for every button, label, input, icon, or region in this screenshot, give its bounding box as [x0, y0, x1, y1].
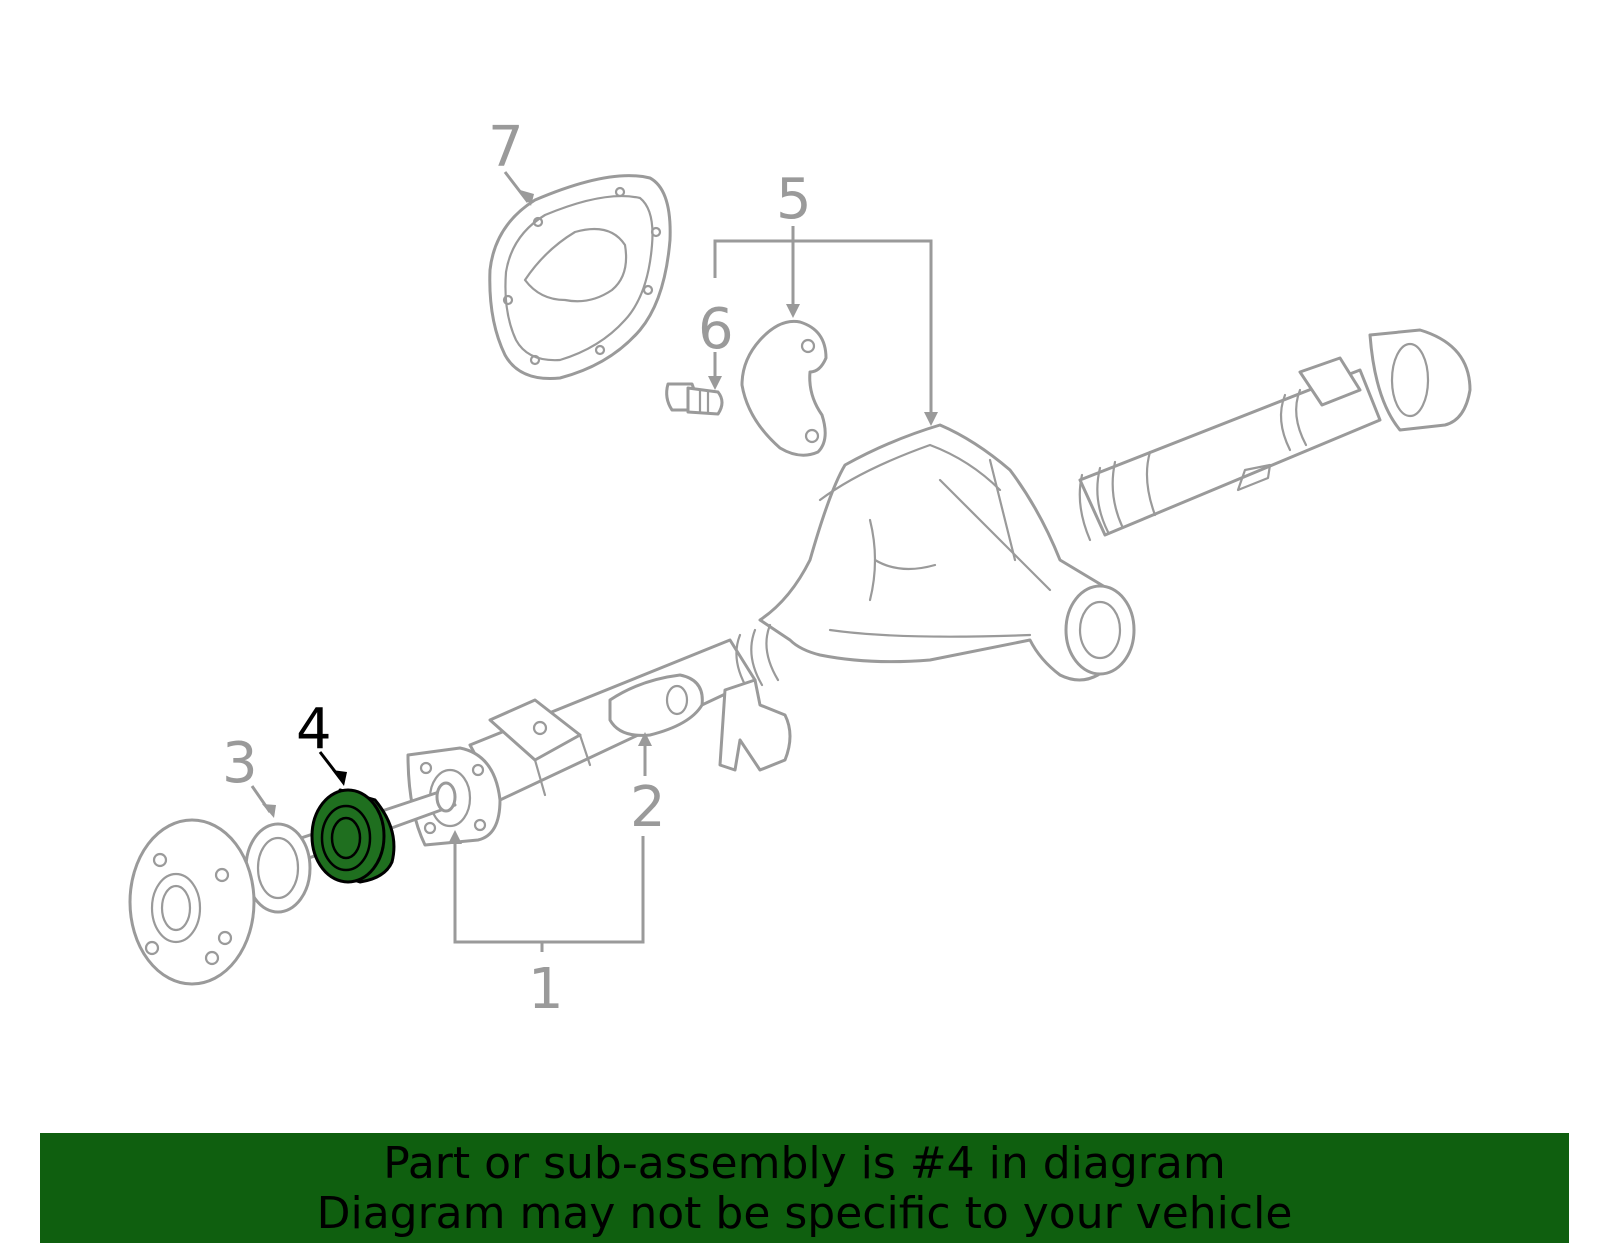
- info-banner: Part or sub-assembly is #4 in diagram Di…: [40, 1133, 1569, 1243]
- axle-housing-part-1[interactable]: [406, 328, 1472, 847]
- callout-5: 5: [776, 167, 812, 232]
- bearing-cap-bolt-part-6[interactable]: [665, 382, 724, 416]
- callout-3: 3: [222, 731, 258, 796]
- banner-line-part-number: Part or sub-assembly is #4 in diagram: [383, 1138, 1226, 1189]
- wheel-bearing-part-4[interactable]: [310, 788, 396, 884]
- retainer-plate-part-3[interactable]: [244, 822, 312, 914]
- callout-1: 1: [528, 957, 564, 1022]
- bearing-cap-part-5[interactable]: [740, 319, 828, 457]
- callout-7: 7: [488, 115, 524, 180]
- differential-cover-part-7[interactable]: [488, 174, 672, 381]
- callout-4: 4: [296, 697, 332, 762]
- callout-6: 6: [698, 297, 734, 362]
- callout-2: 2: [630, 775, 666, 840]
- hub-flange: [128, 818, 256, 986]
- banner-line-disclaimer: Diagram may not be specific to your vehi…: [316, 1188, 1293, 1239]
